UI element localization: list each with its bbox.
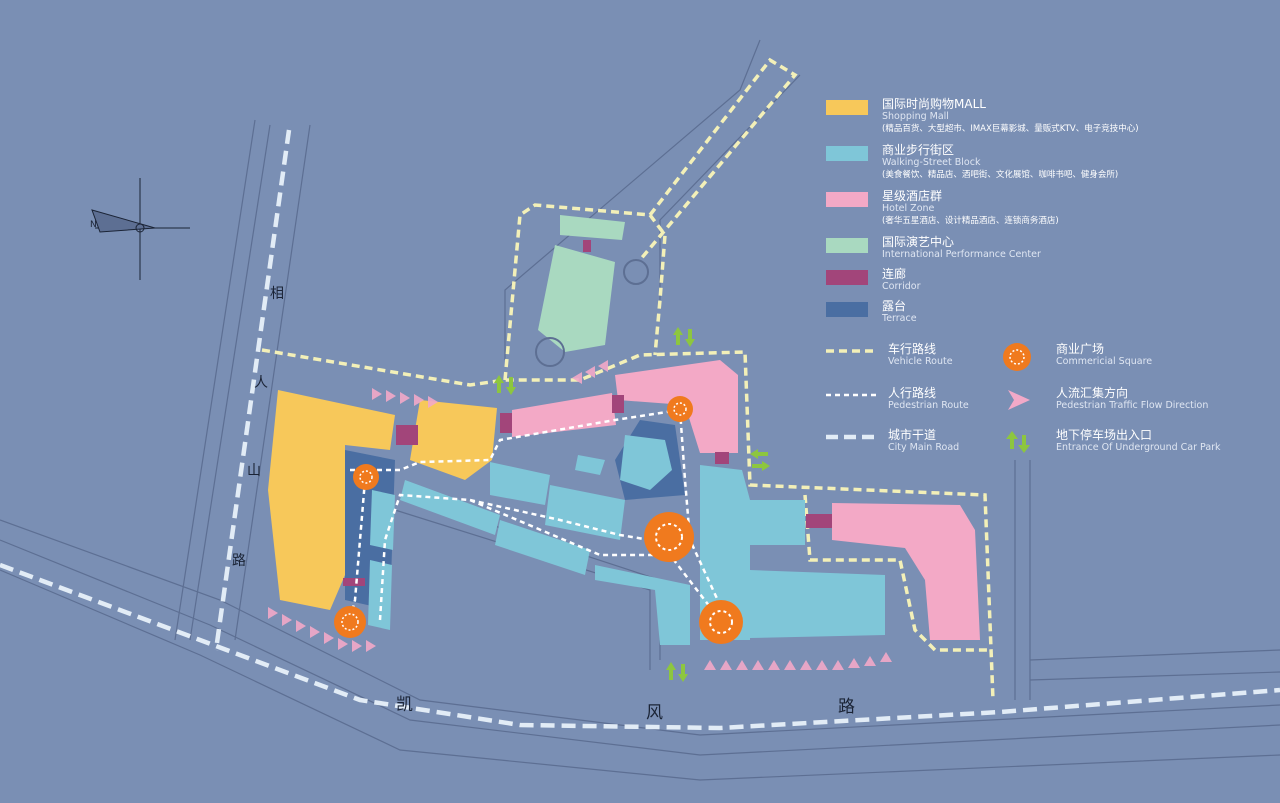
- performance-center: [535, 215, 649, 367]
- commercial-square-icon: [644, 512, 694, 562]
- legend-swatch-performance: [826, 238, 868, 253]
- legend-swatch-hotel: [826, 192, 868, 207]
- legend-sub: (奢华五星酒店、设计精品酒店、连锁商务酒店): [882, 216, 1059, 226]
- legend-en: Terrace: [882, 313, 917, 324]
- pedestrian-flow-arrows: [268, 360, 892, 670]
- city-main-roads: [0, 129, 1280, 731]
- compass-icon: [91, 178, 190, 280]
- legend-shopping-mall: 国际时尚购物MALL Shopping Mall (精品百货、大型超市、IMAX…: [826, 97, 1266, 143]
- road-label-xiang: 相: [270, 286, 284, 302]
- hotel-zone: [512, 360, 980, 640]
- car-park-entrance-icon: [1006, 431, 1030, 453]
- legend-zh: 人行路线: [888, 386, 937, 400]
- car-park-entrance-icon: [673, 327, 695, 347]
- vehicle-routes: [261, 57, 995, 701]
- corridors: [343, 240, 832, 586]
- legend-vehicle-route: 车行路线 Vehicle Route: [826, 342, 1036, 374]
- vehicle-route-line: [826, 349, 878, 353]
- road-label-shan: 山: [247, 463, 261, 479]
- city-main-road-line: [826, 434, 878, 440]
- commercial-square-icon: [334, 606, 366, 638]
- legend-walking-street: 商业步行街区 Walking-Street Block (美食餐饮、精品店、酒吧…: [826, 143, 1266, 189]
- legend-commercial-square: 商业广场 Commericial Square: [1000, 342, 1210, 374]
- legend-terrace: 露台 Terrace: [826, 299, 1266, 331]
- legend-en: Pedestrian Traffic Flow Direction: [1056, 400, 1209, 411]
- commercial-squares: [334, 396, 743, 644]
- legend-sub: (美食餐饮、精品店、酒吧街、文化展馆、咖啡书吧、健身会所): [882, 170, 1119, 180]
- commercial-square-icon: [353, 464, 379, 490]
- legend-swatch-street: [826, 146, 868, 161]
- legend-en: Pedestrian Route: [888, 400, 969, 411]
- pedestrian-route-line: [826, 393, 878, 397]
- legend-en: Shopping Mall: [882, 111, 949, 122]
- car-park-entrance-icon: [494, 375, 516, 395]
- legend-en: Corridor: [882, 281, 921, 292]
- legend-en: International Performance Center: [882, 249, 1041, 260]
- legend-zh: 商业步行街区: [882, 143, 955, 157]
- compass-label: N: [90, 220, 97, 230]
- road-label-ren: 人: [254, 375, 268, 391]
- legend-swatch-mall: [826, 100, 868, 115]
- route-legend: 车行路线 Vehicle Route 人行路线 Pedestrian Route…: [826, 342, 1266, 462]
- legend-flow-direction: 人流汇集方向 Pedestrian Traffic Flow Direction: [1000, 386, 1260, 418]
- legend-zh: 国际时尚购物MALL: [882, 97, 986, 111]
- legend-zh: 人流汇集方向: [1056, 386, 1129, 400]
- commercial-square-icon: [699, 600, 743, 644]
- legend-zh: 车行路线: [888, 342, 937, 356]
- legend-sub: (精品百货、大型超市、IMAX巨幕影城、量贩式KTV、电子竞技中心): [882, 124, 1139, 134]
- legend-en: Vehicle Route: [888, 356, 953, 367]
- car-park-entrances: [494, 327, 770, 682]
- legend-pedestrian-route: 人行路线 Pedestrian Route: [826, 386, 1036, 418]
- legend-zh: 连廊: [882, 267, 907, 281]
- road-label-kai: 凯: [396, 695, 413, 715]
- legend-en: Walking-Street Block: [882, 157, 981, 168]
- walking-street-blocks: [368, 435, 885, 645]
- legend-car-park-entrance: 地下停车场出入口 Entrance Of Underground Car Par…: [1000, 428, 1260, 460]
- legend-zh: 地下停车场出入口: [1056, 428, 1153, 442]
- legend-performance-center: 国际演艺中心 International Performance Center: [826, 235, 1266, 267]
- legend-zh: 国际演艺中心: [882, 235, 955, 249]
- legend-hotel-zone: 星级酒店群 Hotel Zone (奢华五星酒店、设计精品酒店、连锁商务酒店): [826, 189, 1266, 235]
- legend-en: City Main Road: [888, 442, 960, 453]
- road-label-feng: 风: [646, 703, 663, 723]
- legend-zh: 商业广场: [1056, 342, 1105, 356]
- car-park-entrance-icon: [666, 662, 688, 682]
- road-label-lu-left: 路: [232, 553, 246, 569]
- legend-corridor: 连廊 Corridor: [826, 267, 1266, 299]
- legend-zh: 城市干道: [888, 428, 937, 442]
- map-legend: 国际时尚购物MALL Shopping Mall (精品百货、大型超市、IMAX…: [826, 97, 1266, 331]
- commercial-square-icon: [667, 396, 693, 422]
- commercial-square-icon: [1003, 343, 1031, 371]
- legend-en: Commericial Square: [1056, 356, 1153, 367]
- legend-zh: 露台: [882, 299, 907, 313]
- road-label-lu-bottom: 路: [838, 697, 855, 717]
- legend-swatch-terrace: [826, 302, 868, 317]
- car-park-entrance-icon: [750, 449, 770, 471]
- legend-swatch-corridor: [826, 270, 868, 285]
- flow-arrow-icon: [1008, 390, 1030, 410]
- legend-zh: 星级酒店群: [882, 189, 943, 203]
- legend-en: Hotel Zone: [882, 203, 935, 214]
- legend-en: Entrance Of Underground Car Park: [1056, 442, 1221, 453]
- legend-city-main-road: 城市干道 City Main Road: [826, 428, 1036, 460]
